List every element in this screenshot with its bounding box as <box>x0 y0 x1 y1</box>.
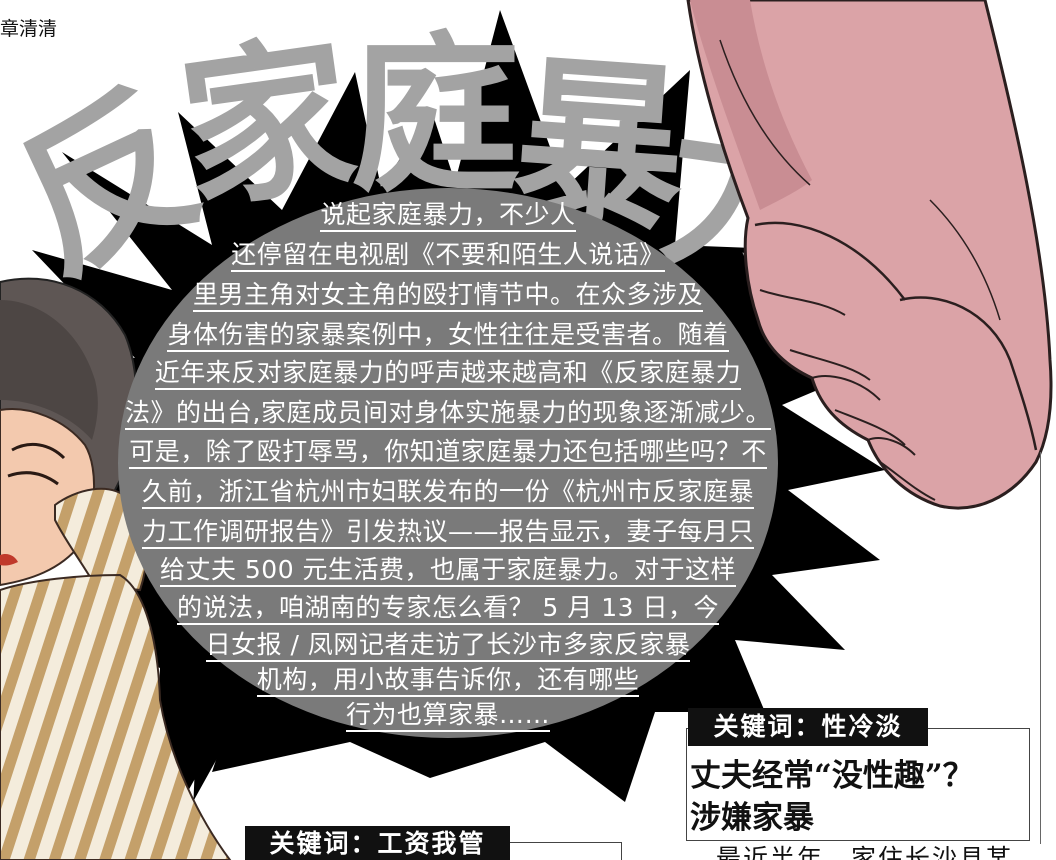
woman-shirt <box>0 573 232 860</box>
lead-line-text: 里男主角对女主角的殴打情节中。在众多涉及 <box>192 280 703 312</box>
lead-line-12: 日女报 / 凤网记者走访了长沙市多家反家暴 <box>0 630 896 662</box>
lead-line-9: 力工作调研报告》引发热议——报告显示，妻子每月只 <box>0 517 896 549</box>
lead-line-4: 身体伤害的家暴案例中，女性往往是受害者。随着 <box>0 320 896 352</box>
woman-eyebrow <box>11 442 66 460</box>
lead-line-10: 给丈夫 500 元生活费，也属于家庭暴力。对于这样 <box>0 555 896 587</box>
lead-line-text: 法》的出台,家庭成员间对身体实施暴力的现象逐渐减少。 <box>125 398 771 430</box>
fist-finger-line <box>867 437 916 456</box>
woman-fringe <box>0 300 98 440</box>
lead-line-text: 久前，浙江省杭州市妇联发布的一份《杭州市反家庭暴 <box>141 477 754 509</box>
lead-line-2: 还停留在电视剧《不要和陌生人说话》 <box>0 240 896 272</box>
lead-line-11: 的说法，咱湖南的专家怎么看？ 5 月 13 日，今 <box>0 593 896 625</box>
fist-finger-line <box>811 375 881 401</box>
lead-line-text: 可是，除了殴打辱骂，你知道家庭暴力还包括哪些吗？不 <box>129 437 767 469</box>
woman-mouth <box>0 553 18 566</box>
fist-arm-shade <box>690 0 812 210</box>
lead-line-text: 近年来反对家庭暴力的呼声越来越高和《反家庭暴力 <box>154 358 742 390</box>
lead-line-text: 机构，用小故事告诉你，还有哪些 <box>256 665 640 697</box>
lead-line-8: 久前，浙江省杭州市妇联发布的一份《杭州市反家庭暴 <box>0 477 896 509</box>
fist-knuckle-line <box>879 461 936 501</box>
keyword-label-sexual: 关键词：性冷淡 <box>688 708 928 746</box>
lead-line-6: 法》的出台,家庭成员间对身体实施暴力的现象逐渐减少。 <box>0 398 896 430</box>
lead-line-text: 行为也算家暴…… <box>345 700 550 732</box>
lead-line-14: 行为也算家暴…… <box>0 700 896 732</box>
crying-woman-illustration <box>0 277 232 860</box>
lead-line-7: 可是，除了殴打辱骂，你知道家庭暴力还包括哪些吗？不 <box>0 437 896 469</box>
fist-thumb-line <box>899 296 1038 451</box>
lead-line-text: 身体伤害的家暴案例中，女性往往是受害者。随着 <box>167 320 729 352</box>
headline-line-2: 涉嫌家暴 <box>690 800 814 836</box>
fist-knuckle-line <box>759 289 846 316</box>
lead-circle <box>118 188 778 738</box>
byline: 章清清 <box>0 18 58 40</box>
lead-line-13: 机构，用小故事告诉你，还有哪些 <box>0 665 896 697</box>
fist-arm-line <box>719 39 811 186</box>
lead-line-text: 力工作调研报告》引发热议——报告显示，妻子每月只 <box>141 517 754 549</box>
lead-line-text: 日女报 / 凤网记者走访了长沙市多家反家暴 <box>205 630 691 662</box>
fist-wrist-line <box>929 199 1001 321</box>
fist-knuckle-line <box>789 349 871 381</box>
column-divider <box>1040 452 1041 844</box>
body-text-start: 最近半年，家住长沙县某 <box>716 844 1014 860</box>
lead-line-1: 说起家庭暴力，不少人 <box>0 200 896 232</box>
lead-line-3: 里男主角对女主角的殴打情节中。在众多涉及 <box>0 280 896 312</box>
keyword-label-salary: 关键词：工资我管 <box>245 826 510 860</box>
headline-line-1: 丈夫经常“没性趣”？ <box>690 758 974 794</box>
lead-line-text: 给丈夫 500 元生活费，也属于家庭暴力。对于这样 <box>159 555 737 587</box>
fist-index-line <box>754 221 906 301</box>
lead-line-text: 说起家庭暴力，不少人 <box>320 200 576 232</box>
lead-line-5: 近年来反对家庭暴力的呼声越来越高和《反家庭暴力 <box>0 358 896 390</box>
woman-closed-eye <box>7 471 59 486</box>
lead-line-text: 的说法，咱湖南的专家怎么看？ 5 月 13 日，今 <box>176 593 719 625</box>
fist-illustration <box>686 0 1053 510</box>
title-char-3: 庭 <box>350 18 521 216</box>
body-text-clip: 最近半年，家住长沙县某 <box>716 844 1036 860</box>
lead-line-text: 还停留在电视剧《不要和陌生人说话》 <box>231 240 665 272</box>
fist-knuckle-line <box>834 409 906 446</box>
